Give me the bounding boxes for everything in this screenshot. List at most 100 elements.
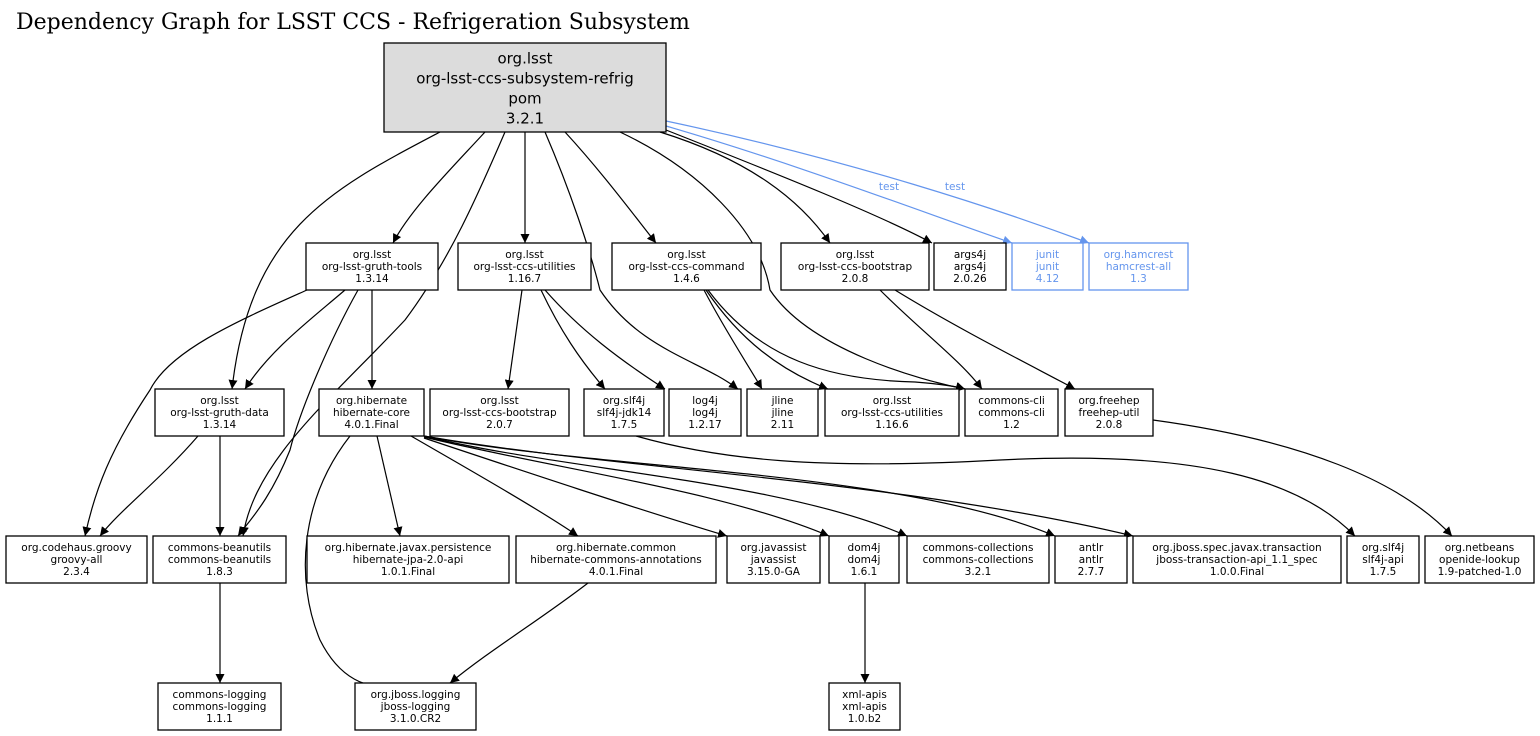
edge-hibernate-core-to-jboss-transaction — [423, 435, 1134, 539]
node-box[interactable] — [1088, 242, 1189, 291]
node-box[interactable] — [780, 242, 930, 291]
node-group-id: log4j — [692, 395, 718, 407]
edge-root-to-hamcrest — [665, 120, 1090, 245]
edge-hibernate-core-to-antlr — [423, 435, 1056, 537]
node-box[interactable] — [828, 535, 900, 584]
node-box[interactable] — [746, 388, 819, 437]
node-box[interactable] — [1346, 535, 1420, 584]
node-version: 1.3 — [1130, 273, 1147, 285]
node-group-id: org.lsst — [667, 249, 706, 261]
node-box[interactable] — [1424, 535, 1535, 584]
edge-root-to-gruth-tools — [392, 131, 486, 244]
edge-root-to-log4j — [544, 131, 739, 390]
node-hibernate-commons-annotations[interactable]: org.hibernate.commonhibernate-commons-an… — [515, 535, 717, 584]
node-group-id: org.lsst — [505, 249, 544, 261]
node-box[interactable] — [933, 242, 1007, 291]
node-version: 2.0.7 — [486, 419, 513, 431]
edge-label: test — [945, 181, 965, 193]
edge-ccs-utilities-167-to-log4j — [544, 289, 666, 390]
node-group-id: args4j — [954, 249, 986, 261]
node-box[interactable] — [429, 388, 570, 437]
node-commons-collections[interactable]: commons-collectionscommons-collections3.… — [906, 535, 1050, 584]
node-box[interactable] — [824, 388, 960, 437]
node-version: 2.0.8 — [842, 273, 869, 285]
node-version: 1.3.14 — [203, 419, 237, 431]
edge-hibernate-core-to-hibernate-commons-annotations — [410, 435, 579, 537]
node-box[interactable] — [964, 388, 1059, 437]
node-box[interactable] — [305, 242, 439, 291]
edge-slf4j-jdk14-to-slf4j-api — [635, 435, 1356, 537]
node-artifact-id: jline — [771, 407, 794, 419]
node-box[interactable] — [1011, 242, 1084, 291]
node-box[interactable] — [668, 388, 742, 437]
node-box[interactable] — [154, 388, 285, 437]
edge-root-to-commons-cli — [619, 131, 966, 392]
edge-hibernate-core-to-javassist — [423, 437, 728, 538]
node-box[interactable] — [906, 535, 1050, 584]
node-box[interactable] — [318, 388, 425, 437]
node-box[interactable] — [383, 42, 667, 133]
node-box[interactable] — [1132, 535, 1342, 584]
node-box[interactable] — [828, 682, 901, 731]
node-version: 1.8.3 — [206, 566, 233, 578]
node-artifact-id: org-lsst-gruth-tools — [322, 261, 422, 273]
node-group-id: commons-logging — [173, 689, 267, 701]
node-artifact-id: hibernate-core — [333, 407, 410, 419]
node-box[interactable] — [354, 682, 477, 731]
node-version: 1.0.b2 — [848, 713, 881, 725]
node-artifact-id: commons-beanutils — [168, 554, 271, 566]
node-box[interactable] — [583, 388, 665, 437]
node-box[interactable] — [157, 682, 282, 731]
edge-root-to-junit — [665, 125, 1013, 245]
node-artifact-id: commons-logging — [173, 701, 267, 713]
edge-hibernate-core-to-dom4j — [423, 436, 830, 537]
node-box[interactable] — [306, 535, 510, 584]
node-artifact-id: slf4j-api — [1362, 554, 1404, 566]
node-jboss-transaction[interactable]: org.jboss.spec.javax.transactionjboss-tr… — [1132, 535, 1342, 584]
node-box[interactable] — [1054, 535, 1128, 584]
node-box[interactable] — [152, 535, 287, 584]
node-box[interactable] — [457, 242, 592, 291]
node-artifact-id: dom4j — [848, 554, 881, 566]
node-artifact-id: junit — [1035, 261, 1059, 273]
node-hibernate-jpa[interactable]: org.hibernate.javax.persistencehibernate… — [306, 535, 510, 584]
node-box[interactable] — [726, 535, 821, 584]
node-box[interactable] — [611, 242, 762, 291]
node-openide-lookup[interactable]: org.netbeansopenide-lookup1.9-patched-1.… — [1424, 535, 1535, 584]
node-box[interactable] — [1064, 388, 1154, 437]
node-artifact-id: groovy-all — [51, 554, 103, 566]
node-group-id: org.hamcrest — [1104, 249, 1174, 261]
node-group-id: dom4j — [848, 542, 881, 554]
node-group-id: org.hibernate.javax.persistence — [325, 542, 492, 554]
node-root[interactable]: org.lsstorg-lsst-ccs-subsystem-refrigpom… — [383, 42, 667, 133]
node-version: 2.0.26 — [953, 273, 987, 285]
node-artifact-id: hibernate-commons-annotations — [530, 554, 702, 566]
node-box[interactable] — [5, 535, 148, 584]
node-box[interactable] — [515, 535, 717, 584]
